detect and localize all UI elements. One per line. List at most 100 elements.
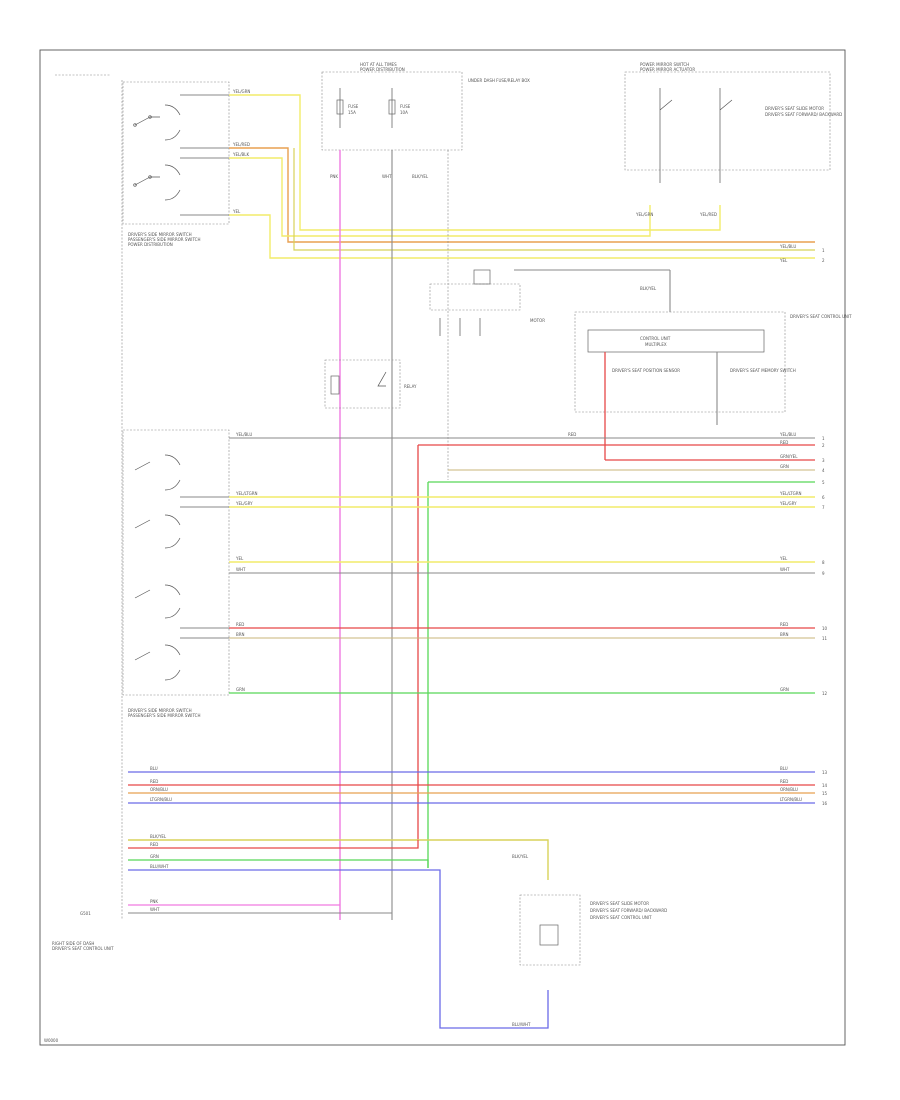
central-tab xyxy=(473,269,491,285)
right-pin-11: 11 xyxy=(822,636,828,641)
bottom-motor-box xyxy=(519,894,581,966)
right-pin-5: 5 xyxy=(822,480,825,485)
mid-label-7: YEL xyxy=(235,556,244,561)
pink-wire-label: PNK xyxy=(330,174,338,179)
bottom-end-1: BLU xyxy=(780,766,788,771)
bottom-motor-wire-label: BLK/YEL xyxy=(512,854,529,859)
low-label-3: GRN xyxy=(150,854,159,859)
mid-end-9: RED xyxy=(780,622,788,627)
connector-left-mid-label: PASSENGER'S SIDE MIRROR SWITCH xyxy=(128,237,200,242)
ground-label: G501 xyxy=(80,911,91,916)
fuse-a-label: FUSE xyxy=(348,104,359,109)
bottom-label-2: RED xyxy=(150,779,158,784)
mid-label-5: YEL/LTGRN xyxy=(235,491,258,496)
fuse-a-value: 15A xyxy=(348,110,356,115)
left-mid-switch-block: DRIVER'S SIDE MIRROR SWITCH PASSENGER'S … xyxy=(122,429,230,718)
mid-end-3: GRN/YEL xyxy=(780,454,798,459)
right-pin-7: 7 xyxy=(822,505,825,510)
right-pin-3: 3 xyxy=(822,458,825,463)
ground-block: G501 RIGHT SIDE OF DASH DRIVER'S SEAT CO… xyxy=(52,911,114,951)
memory-a-label: DRIVER'S SEAT POSITION SENSOR xyxy=(612,368,680,373)
connector-left-mid-caption-1: DRIVER'S SIDE MIRROR SWITCH xyxy=(128,708,192,713)
top-wire-pin-2: 2 xyxy=(822,258,825,263)
seat-module-label: DRIVER'S SEAT CONTROL UNIT xyxy=(790,314,852,319)
relay-coil xyxy=(330,375,340,395)
wht-wire-label: WHT xyxy=(382,174,392,179)
top-colored-wires: YEL/GRN YEL/RED YEL/BLK YEL YEL/BLU YEL … xyxy=(229,89,825,263)
central-connector-box xyxy=(429,283,521,311)
low-label-1: BLK/YEL xyxy=(150,834,167,839)
control-unit-outline xyxy=(574,311,786,413)
control-unit-label: MULTIPLEX xyxy=(645,342,667,347)
bottom-end-3: ORN/BLU xyxy=(780,787,798,792)
mid-end-10: BRN xyxy=(780,632,789,637)
right-pin-8: 8 xyxy=(822,560,825,565)
passenger-wire-label-a: YEL/GRN xyxy=(635,212,653,217)
mid-label-8: WHT xyxy=(236,567,246,572)
mid-label-red: RED xyxy=(568,432,576,437)
blk-yel-label-top: BLK/YEL xyxy=(412,174,429,179)
bottom-label-3: ORN/BLU xyxy=(150,787,168,792)
top-wire-label-4: YEL xyxy=(232,209,241,214)
connector-left-mid-caption-2: PASSENGER'S SIDE MIRROR SWITCH xyxy=(128,713,200,718)
control-unit-title: CONTROL UNIT xyxy=(640,336,671,341)
mid-end-4: GRN xyxy=(780,464,789,469)
bottom-label-4: LTGRN/BLU xyxy=(150,797,172,802)
wire-yel-top xyxy=(229,214,815,259)
fuse-a-symbol xyxy=(336,99,344,115)
motor-notes: DRIVER'S SEAT FORWARD/ BACKWARD xyxy=(765,112,842,117)
power-distribution-box: HOT AT ALL TIMES POWER DISTRIBUTION UNDE… xyxy=(321,62,530,151)
passenger-wire-label-b: YEL/RED xyxy=(699,212,717,217)
ground-notes-2: DRIVER'S SEAT CONTROL UNIT xyxy=(52,946,114,951)
ground-notes: RIGHT SIDE OF DASH xyxy=(52,941,94,946)
right-pin-9: 9 xyxy=(822,571,825,576)
left-top-switch-block: DRIVER'S SIDE MIRROR SWITCH PASSENGER'S … xyxy=(122,81,230,247)
passenger-switch-sub: POWER MIRROR ACTUATOR xyxy=(640,67,695,72)
right-pin-10: 10 xyxy=(822,626,828,631)
memory-b-label: DRIVER'S SEAT MEMORY SWITCH xyxy=(730,368,796,373)
bottom-end-4: LTGRN/BLU xyxy=(780,797,802,802)
bottom-motor: BLK/YEL DRIVER'S SEAT SLIDE MOTOR DRIVER… xyxy=(512,854,667,1027)
low-label-6: WHT xyxy=(150,907,160,912)
wire-yel-blu-top xyxy=(293,148,815,251)
mid-label-6: YEL/GRY xyxy=(235,501,253,506)
bottom-motor-symbol xyxy=(539,924,559,946)
mid-end-1: YEL/BLU xyxy=(779,432,796,437)
mid-label-10: BRN xyxy=(236,632,245,637)
motor-box-title: DRIVER'S SEAT SLIDE MOTOR xyxy=(765,106,824,111)
right-pin-6: 6 xyxy=(822,495,825,500)
passenger-switch-box xyxy=(624,71,831,171)
connector-left-sub-label: POWER DISTRIBUTION xyxy=(128,242,173,247)
power-box-title: HOT AT ALL TIMES xyxy=(360,62,397,67)
right-pin-15: 15 xyxy=(822,791,828,796)
top-wire-end-1: YEL/BLU xyxy=(779,244,796,249)
low-label-5: PNK xyxy=(150,899,158,904)
fuse-notes: UNDER DASH FUSE/RELAY BOX xyxy=(468,78,530,83)
wire-yel-blk xyxy=(229,157,651,237)
right-pin-16: 16 xyxy=(822,801,828,806)
fuse-b-label: FUSE xyxy=(400,104,411,109)
wire-blk-yel xyxy=(128,839,549,880)
fuse-leads xyxy=(339,88,393,128)
right-pin-4: 4 xyxy=(822,468,825,473)
wire-low-green xyxy=(128,859,429,868)
right-pin-14: 14 xyxy=(822,783,828,788)
right-pin-1: 1 xyxy=(822,436,825,441)
central-connector: MOTOR BLK/YEL xyxy=(429,269,671,336)
left-top-switch-box xyxy=(122,81,230,225)
bottom-end-2: RED xyxy=(780,779,788,784)
right-pin-12: 12 xyxy=(822,691,828,696)
bottom-motor-module: DRIVER'S SEAT CONTROL UNIT xyxy=(590,915,652,920)
mid-end-5: YEL/LTGRN xyxy=(779,491,802,496)
fuse-b-symbol xyxy=(388,99,396,115)
relay-box xyxy=(324,359,401,409)
fuse-b-value: 10A xyxy=(400,110,408,115)
bottom-wires: BLU RED ORN/BLU LTGRN/BLU BLU RED ORN/BL… xyxy=(128,766,815,804)
mid-label-9: RED xyxy=(236,622,244,627)
mid-end-7: YEL xyxy=(779,556,788,561)
relay-contact xyxy=(377,371,387,387)
wire-yel-red xyxy=(229,147,815,243)
bottom-motor-notes: DRIVER'S SEAT FORWARD/ BACKWARD xyxy=(590,908,667,913)
